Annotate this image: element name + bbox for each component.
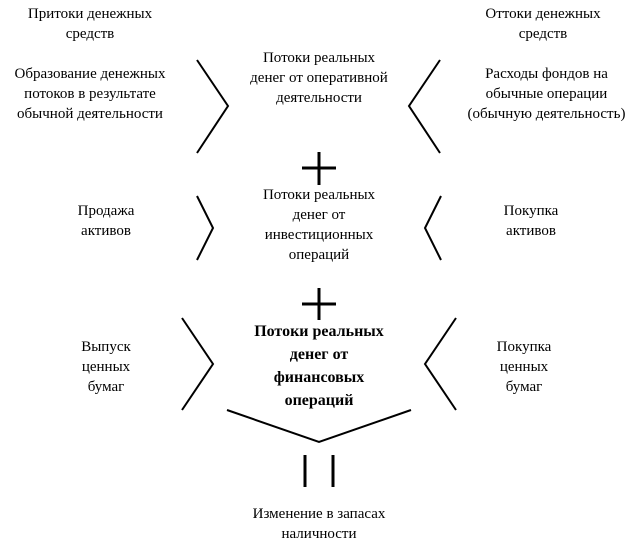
- chevron-right-operating: [196, 59, 230, 154]
- chevron-left-operating: [407, 59, 441, 154]
- financing-outflow-label: Покупка ценных бумаг: [496, 339, 552, 395]
- financing-inflow-label: Выпуск ценных бумаг: [81, 339, 131, 395]
- chevron-left-financing: [423, 317, 457, 411]
- outflows-title: Оттоки денежных средств: [485, 6, 601, 42]
- inflows-title: Притоки денежных средств: [27, 6, 153, 42]
- chevron-left-investing: [423, 195, 442, 261]
- financing-center-label: Потоки реальных денег от финансовых опер…: [254, 323, 384, 409]
- operating-outflow-label: Расходы фондов на обычные операции (обыч…: [467, 66, 626, 122]
- converging-bracket: [226, 409, 412, 444]
- operating-inflow-label: Образование денежных потоков в результат…: [14, 66, 166, 122]
- investing-center-label: Потоки реальных денег от инвестиционных …: [262, 187, 376, 263]
- investing-outflow-label: Покупка активов: [503, 203, 559, 239]
- operating-center-label: Потоки реальных денег от оперативной дея…: [250, 50, 388, 106]
- investing-inflow-label: Продажа активов: [77, 203, 135, 239]
- result-label: Изменение в запасах наличности: [252, 506, 386, 542]
- chevron-right-investing: [196, 195, 215, 261]
- chevron-right-financing: [181, 317, 215, 411]
